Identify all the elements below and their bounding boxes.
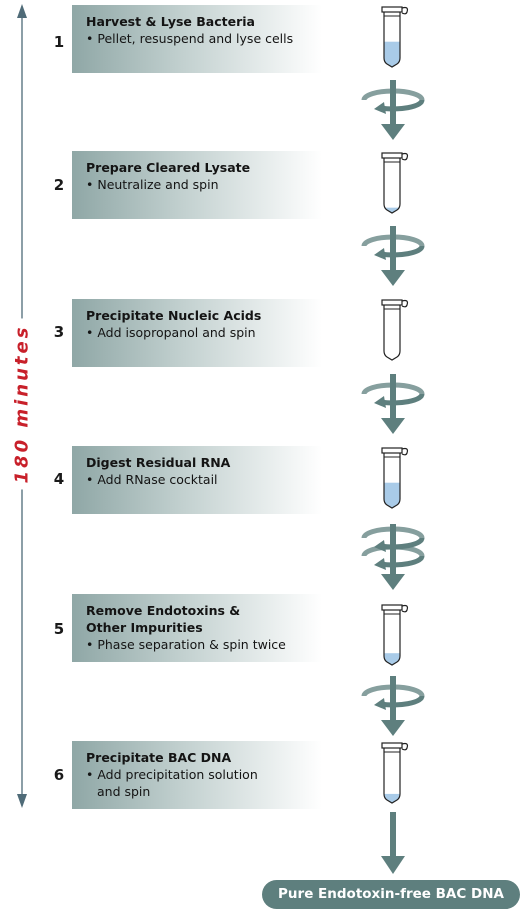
spin-ring-front	[374, 695, 425, 710]
centrifuge-spin-icon	[361, 374, 425, 434]
step-1-box: Harvest & Lyse Bacteria • Pellet, resusp…	[72, 5, 322, 73]
spin-arrow-head	[381, 574, 405, 590]
step-5-number: 5	[53, 620, 65, 638]
step-5-box: Remove Endotoxins & Other Impurities • P…	[72, 594, 322, 662]
centrifuge-spin-icon	[361, 676, 425, 736]
tube-cap	[381, 742, 403, 749]
spin-shaft	[390, 676, 396, 722]
step-3-box: Precipitate Nucleic Acids • Add isopropa…	[72, 299, 322, 367]
step-4-detail: • Add RNase cocktail	[86, 472, 218, 487]
step-6-detail: • Add precipitation solution and spin	[86, 767, 258, 799]
centrifuge-double-spin-icon	[361, 524, 425, 590]
step-5-title: Remove Endotoxins & Other Impurities	[86, 603, 241, 635]
spin-ring-front	[374, 393, 425, 408]
timeline: 180 minutes	[0, 0, 50, 909]
tube-body	[383, 453, 401, 509]
step-3-title: Precipitate Nucleic Acids	[86, 308, 262, 323]
result-badge: Pure Endotoxin-free BAC DNA	[262, 880, 520, 909]
tube-body	[383, 305, 401, 361]
tube-liquid	[384, 482, 400, 508]
tube-icon	[381, 742, 409, 804]
tube-icon	[381, 299, 409, 361]
tube-liquid	[384, 41, 400, 67]
tube-cap	[381, 6, 403, 13]
tube-cap-hinge	[401, 604, 409, 613]
step-6-title: Precipitate BAC DNA	[86, 750, 232, 765]
tube-body	[383, 748, 401, 804]
tube-icon	[381, 447, 409, 509]
spin-ring-front	[374, 537, 425, 552]
step-2-box: Prepare Cleared Lysate • Neutralize and …	[72, 151, 322, 219]
step-2-number: 2	[53, 176, 65, 194]
tube-body	[383, 610, 401, 666]
spin-shaft	[390, 524, 396, 576]
spin-arrow-head	[381, 418, 405, 434]
spin-shaft	[390, 226, 396, 272]
tube-cap	[381, 299, 403, 306]
spin-arrow-head	[381, 270, 405, 286]
spin-ring-front	[374, 245, 425, 260]
step-5-detail: • Phase separation & spin twice	[86, 637, 286, 652]
step-4-box: Digest Residual RNA • Add RNase cocktail	[72, 446, 322, 514]
step-2-title: Prepare Cleared Lysate	[86, 160, 251, 175]
timeline-arrow-bottom	[17, 794, 27, 808]
tube-body	[383, 158, 401, 214]
spin-shaft	[390, 374, 396, 420]
tube-cap-hinge	[401, 152, 409, 161]
step-1-title: Harvest & Lyse Bacteria	[86, 14, 255, 29]
step-1-detail: • Pellet, resuspend and lyse cells	[86, 31, 294, 46]
timeline-arrow-top	[17, 4, 27, 18]
tube-cap-hinge	[401, 6, 409, 15]
step-6-box: Precipitate BAC DNA • Add precipitation …	[72, 741, 322, 809]
tube-cap-hinge	[401, 447, 409, 456]
step-2-detail: • Neutralize and spin	[86, 177, 219, 192]
tube-cap-hinge	[401, 299, 409, 308]
spin-arrow-head	[381, 720, 405, 736]
step-4-number: 4	[53, 470, 65, 488]
step-3-detail: • Add isopropanol and spin	[86, 325, 256, 340]
spin-ring-front	[374, 555, 425, 570]
centrifuge-spin-icon	[361, 80, 425, 140]
tube-icon	[381, 152, 409, 214]
step-6-number: 6	[53, 766, 65, 784]
step-1-number: 1	[53, 33, 65, 51]
step-4-title: Digest Residual RNA	[86, 455, 231, 470]
tube-icon	[381, 6, 409, 68]
tube-cap	[381, 604, 403, 611]
tube-liquid	[384, 207, 400, 213]
timeline-label-text: 180 minutes	[11, 318, 33, 490]
spin-shaft	[390, 80, 396, 126]
tube-cap-hinge	[401, 742, 409, 751]
step-3-number: 3	[53, 323, 65, 341]
centrifuge-spin-icon	[361, 226, 425, 286]
spin-arrow-head	[381, 124, 405, 140]
spin-ring-front	[374, 99, 425, 114]
tube-body	[383, 12, 401, 68]
tube-liquid	[384, 653, 400, 665]
tube-cap	[381, 152, 403, 159]
down-arrow-icon	[381, 812, 405, 874]
tube-liquid	[384, 793, 400, 803]
tube-cap	[381, 447, 403, 454]
tube-icon	[381, 604, 409, 666]
